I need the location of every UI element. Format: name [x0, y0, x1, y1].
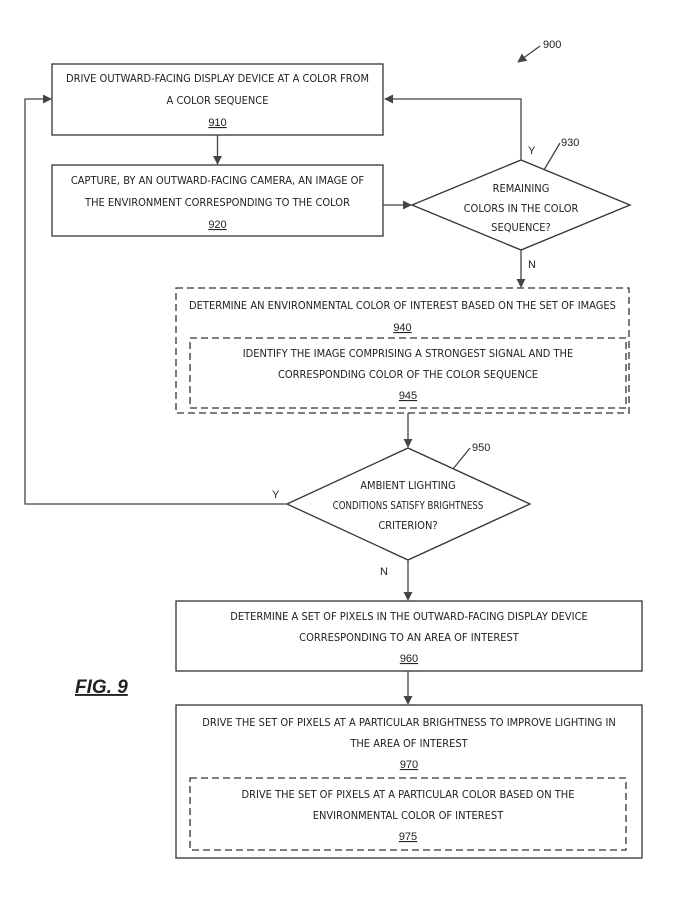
- figure-caption: FIG. 9: [75, 677, 128, 698]
- step-940-ref: 940: [393, 322, 411, 334]
- step-975-line-1: DRIVE THE SET OF PIXELS AT A PARTICULAR …: [242, 788, 575, 801]
- figure-ref-number: 900: [543, 39, 561, 51]
- figure-ref-arrow: [517, 45, 541, 63]
- decision-950-no-label: N: [380, 566, 388, 578]
- decision-950-line-1: AMBIENT LIGHTING: [360, 479, 455, 492]
- step-960-line-2: CORRESPONDING TO AN AREA OF INTEREST: [299, 631, 520, 644]
- decision-930-line-2: COLORS IN THE COLOR: [464, 202, 579, 215]
- decision-930-ref: 930: [561, 137, 579, 149]
- decision-930-line-1: REMAINING: [493, 182, 550, 195]
- step-970-box: DRIVE THE SET OF PIXELS AT A PARTICULAR …: [175, 704, 643, 859]
- step-910-ref: 910: [208, 117, 226, 129]
- step-910-box: DRIVE OUTWARD-FACING DISPLAY DEVICE AT A…: [51, 63, 384, 136]
- decision-930-diamond: REMAINING COLORS IN THE COLOR SEQUENCE?: [410, 159, 632, 251]
- decision-950-line-3: CRITERION?: [378, 519, 437, 532]
- step-940-line-1: DETERMINE AN ENVIRONMENTAL COLOR OF INTE…: [189, 299, 616, 312]
- step-945-line-2: CORRESPONDING COLOR OF THE COLOR SEQUENC…: [278, 368, 538, 381]
- decision-950-leader-line: [452, 447, 471, 470]
- step-970-line-2: THE AREA OF INTEREST: [349, 737, 468, 750]
- step-975-line-2: ENVIRONMENTAL COLOR OF INTEREST: [313, 809, 504, 822]
- decision-930-line-3: SEQUENCE?: [491, 221, 551, 234]
- step-920-ref: 920: [208, 219, 226, 231]
- step-970-line-1: DRIVE THE SET OF PIXELS AT A PARTICULAR …: [202, 716, 616, 729]
- decision-950-yes-label: Y: [272, 489, 280, 501]
- step-920-line-1: CAPTURE, BY AN OUTWARD-FACING CAMERA, AN…: [71, 174, 365, 187]
- decision-930-no-label: N: [528, 259, 536, 271]
- step-960-ref: 960: [400, 653, 418, 665]
- decision-950-line-2: CONDITIONS SATISFY BRIGHTNESS: [333, 499, 484, 512]
- step-910-line-2: A COLOR SEQUENCE: [167, 94, 269, 107]
- decision-950-ref: 950: [472, 442, 490, 454]
- step-945-ref: 945: [399, 390, 417, 402]
- step-910-line-1: DRIVE OUTWARD-FACING DISPLAY DEVICE AT A…: [66, 72, 369, 85]
- step-970-ref: 970: [400, 759, 418, 771]
- step-975-box: DRIVE THE SET OF PIXELS AT A PARTICULAR …: [189, 777, 627, 851]
- step-940-box: DETERMINE AN ENVIRONMENTAL COLOR OF INTE…: [175, 287, 630, 414]
- arrow-950-yes-to-910: [24, 94, 287, 505]
- decision-950-diamond: AMBIENT LIGHTING CONDITIONS SATISFY BRIG…: [285, 447, 532, 561]
- step-945-line-1: IDENTIFY THE IMAGE COMPRISING A STRONGES…: [243, 347, 573, 360]
- step-975-ref: 975: [399, 831, 417, 843]
- step-960-box: DETERMINE A SET OF PIXELS IN THE OUTWARD…: [175, 600, 643, 672]
- arrow-930-yes-to-910: [384, 94, 522, 160]
- step-960-line-1: DETERMINE A SET OF PIXELS IN THE OUTWARD…: [230, 610, 588, 623]
- step-920-box: CAPTURE, BY AN OUTWARD-FACING CAMERA, AN…: [51, 164, 384, 237]
- decision-930-leader-line: [543, 142, 561, 171]
- step-920-line-2: THE ENVIRONMENT CORRESPONDING TO THE COL…: [84, 196, 350, 209]
- decision-930-yes-label: Y: [528, 145, 536, 157]
- step-945-box: IDENTIFY THE IMAGE COMPRISING A STRONGES…: [189, 337, 627, 409]
